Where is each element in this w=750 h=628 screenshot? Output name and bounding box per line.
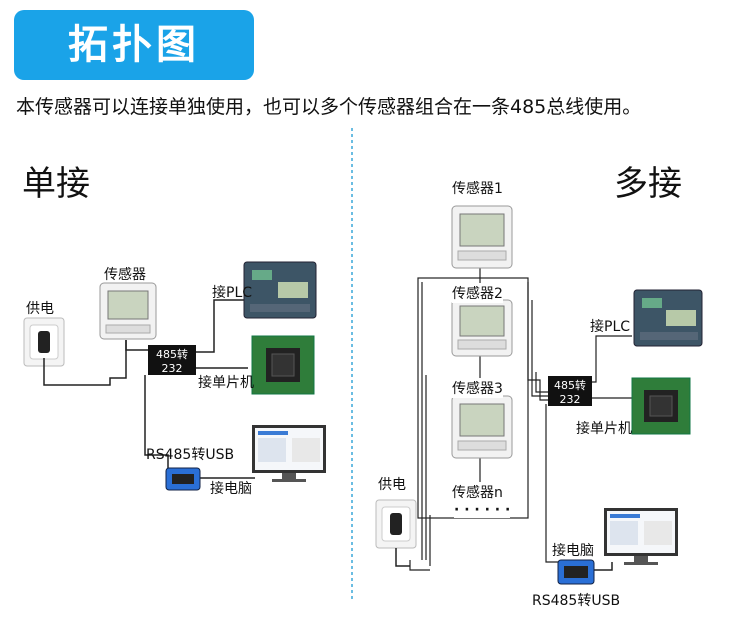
converter-line-1: 485转232 bbox=[156, 348, 188, 375]
multi-connection-heading: 多接 bbox=[614, 164, 682, 204]
usb-converter-icon-right bbox=[557, 559, 595, 585]
power-socket-icon-right bbox=[375, 499, 417, 549]
sensor-1-label: 传感器1 bbox=[452, 181, 503, 197]
sensor-label: 传感器 bbox=[104, 267, 146, 283]
sensor-1-icon bbox=[451, 205, 513, 269]
bus-wires bbox=[409, 258, 632, 571]
plc-icon bbox=[243, 261, 317, 319]
power-label-right: 供电 bbox=[378, 477, 406, 493]
pc-label-right: 接电脑 bbox=[552, 543, 594, 559]
usb-converter-icon bbox=[165, 467, 201, 491]
monitor-icon-right bbox=[604, 508, 678, 565]
sensor-3-icon bbox=[451, 395, 513, 459]
page-title: 拓扑图 bbox=[68, 22, 200, 68]
converter-label-right: 485转232 485转IC bbox=[548, 376, 592, 420]
converter-line-2: 485转IC bbox=[150, 376, 194, 389]
mcu-label-right: 接单片机 bbox=[576, 421, 632, 437]
sensor-3-label: 传感器3 bbox=[452, 378, 503, 398]
microcontroller-icon-right bbox=[631, 377, 691, 435]
pc-label: 接电脑 bbox=[210, 481, 252, 497]
converter-right-line-1: 485转232 bbox=[554, 379, 586, 406]
plc-label: 接PLC bbox=[212, 285, 253, 301]
sensor-n-label: 传感器n bbox=[452, 482, 503, 502]
title-banner bbox=[14, 10, 254, 80]
sensor-2-label: 传感器2 bbox=[452, 283, 503, 303]
converter-label: 485转232 485转IC bbox=[148, 345, 196, 389]
converter-right-line-2: 485转IC bbox=[548, 407, 592, 420]
usb-converter-label-right: RS485转USB bbox=[532, 593, 621, 609]
single-connection-heading: 单接 bbox=[22, 164, 90, 204]
wires-left bbox=[43, 299, 255, 479]
sensor-device-icon bbox=[99, 282, 157, 340]
usb-converter-label: RS485转USB bbox=[146, 447, 235, 463]
monitor-icon bbox=[252, 425, 326, 482]
plc-label-right: 接PLC bbox=[590, 319, 631, 335]
plc-icon-right bbox=[633, 289, 703, 347]
power-label: 供电 bbox=[26, 301, 54, 317]
sensor-2-icon bbox=[451, 299, 513, 357]
ellipsis-dots: · · · · · · bbox=[454, 502, 511, 518]
microcontroller-icon bbox=[251, 335, 315, 395]
description-text: 本传感器可以连接单独使用，也可以多个传感器组合在一条485总线使用。 bbox=[16, 96, 642, 118]
mcu-label: 接单片机 bbox=[198, 375, 254, 391]
